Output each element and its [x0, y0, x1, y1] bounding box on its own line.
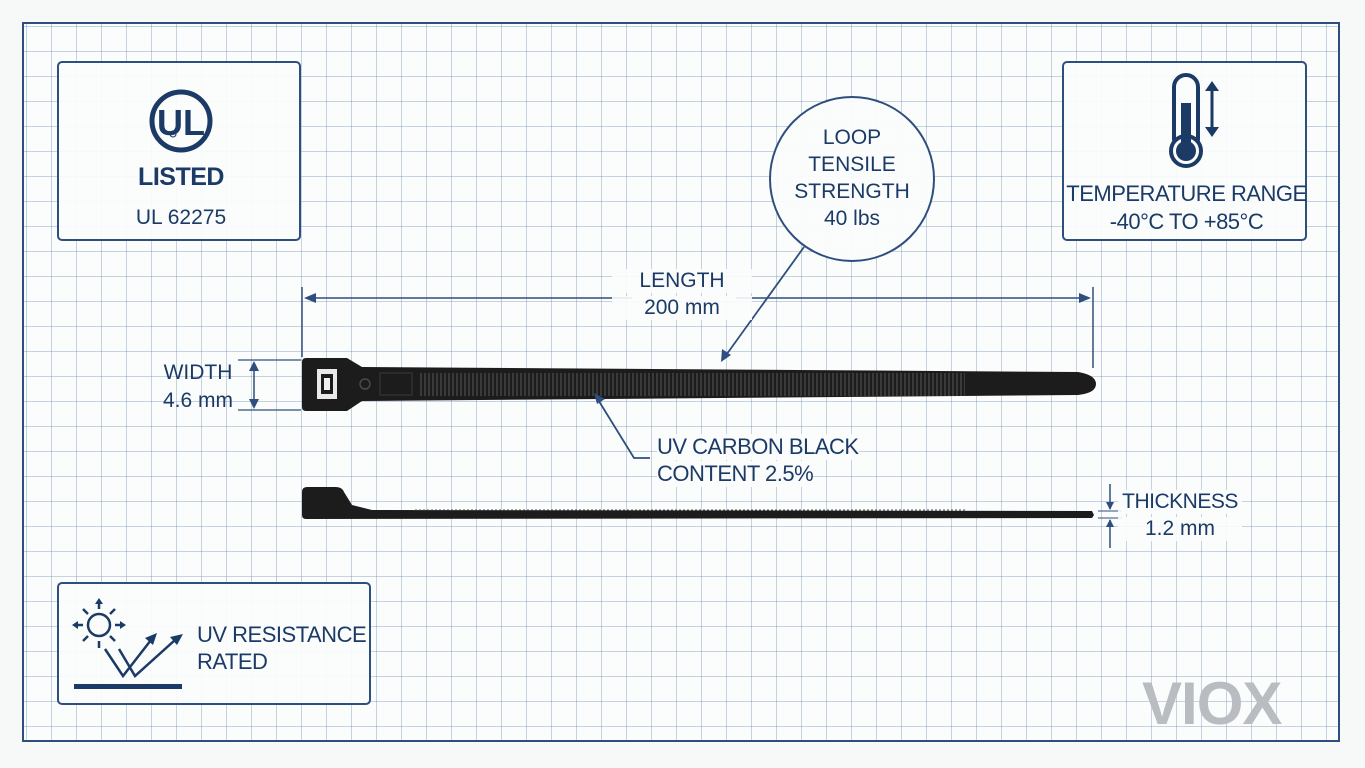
thickness-dimension [1098, 484, 1122, 548]
length-value: 200 mm [612, 296, 752, 320]
tensile-line-2: TENSILE [808, 153, 896, 176]
width-dimension [238, 359, 301, 411]
uv-content-leader [594, 393, 650, 459]
uv-content-line-2: CONTENT 2.5% [657, 461, 814, 487]
tensile-value: 40 lbs [823, 207, 881, 230]
width-value: 4.6 mm [162, 389, 233, 412]
length-label: LENGTH [612, 269, 752, 293]
temperature-range: -40°C TO +85°C [1109, 209, 1264, 234]
tensile-line-3: STRENGTH [794, 180, 910, 203]
sun-reflection-icon [72, 598, 183, 689]
temperature-box: TEMPERATURE RANGE -40°C TO +85°C [1062, 61, 1307, 241]
temperature-label: TEMPERATURE RANGE [1066, 181, 1307, 206]
cable-tie-side-view [302, 487, 1094, 519]
ul-standard: UL 62275 [135, 206, 227, 229]
uv-resistance-line-2: RATED [197, 649, 268, 674]
thickness-label: THICKNESS [1118, 490, 1242, 514]
uv-content-line-1: UV CARBON BLACK [657, 434, 859, 460]
certification-box: UL LISTED UL 62275 [57, 61, 301, 241]
tensile-leader [721, 246, 805, 362]
tensile-line-1: LOOP [822, 126, 882, 149]
ul-logo-icon: UL [149, 89, 213, 153]
thickness-value: 1.2 mm [1118, 517, 1242, 541]
uv-resistance-line-1: UV RESISTANCE [197, 622, 367, 647]
tensile-strength-circle [769, 96, 935, 262]
listed-label: LISTED [138, 163, 224, 191]
ul-logo-text: UL [157, 102, 205, 143]
length-dimension [301, 287, 1094, 368]
cable-tie-top-view [302, 358, 1096, 411]
brand-name: VIOX [1142, 670, 1282, 737]
width-label: WIDTH [163, 361, 233, 384]
uv-resistance-box: UV RESISTANCE RATED [57, 582, 371, 705]
thermometer-icon [1169, 73, 1219, 168]
